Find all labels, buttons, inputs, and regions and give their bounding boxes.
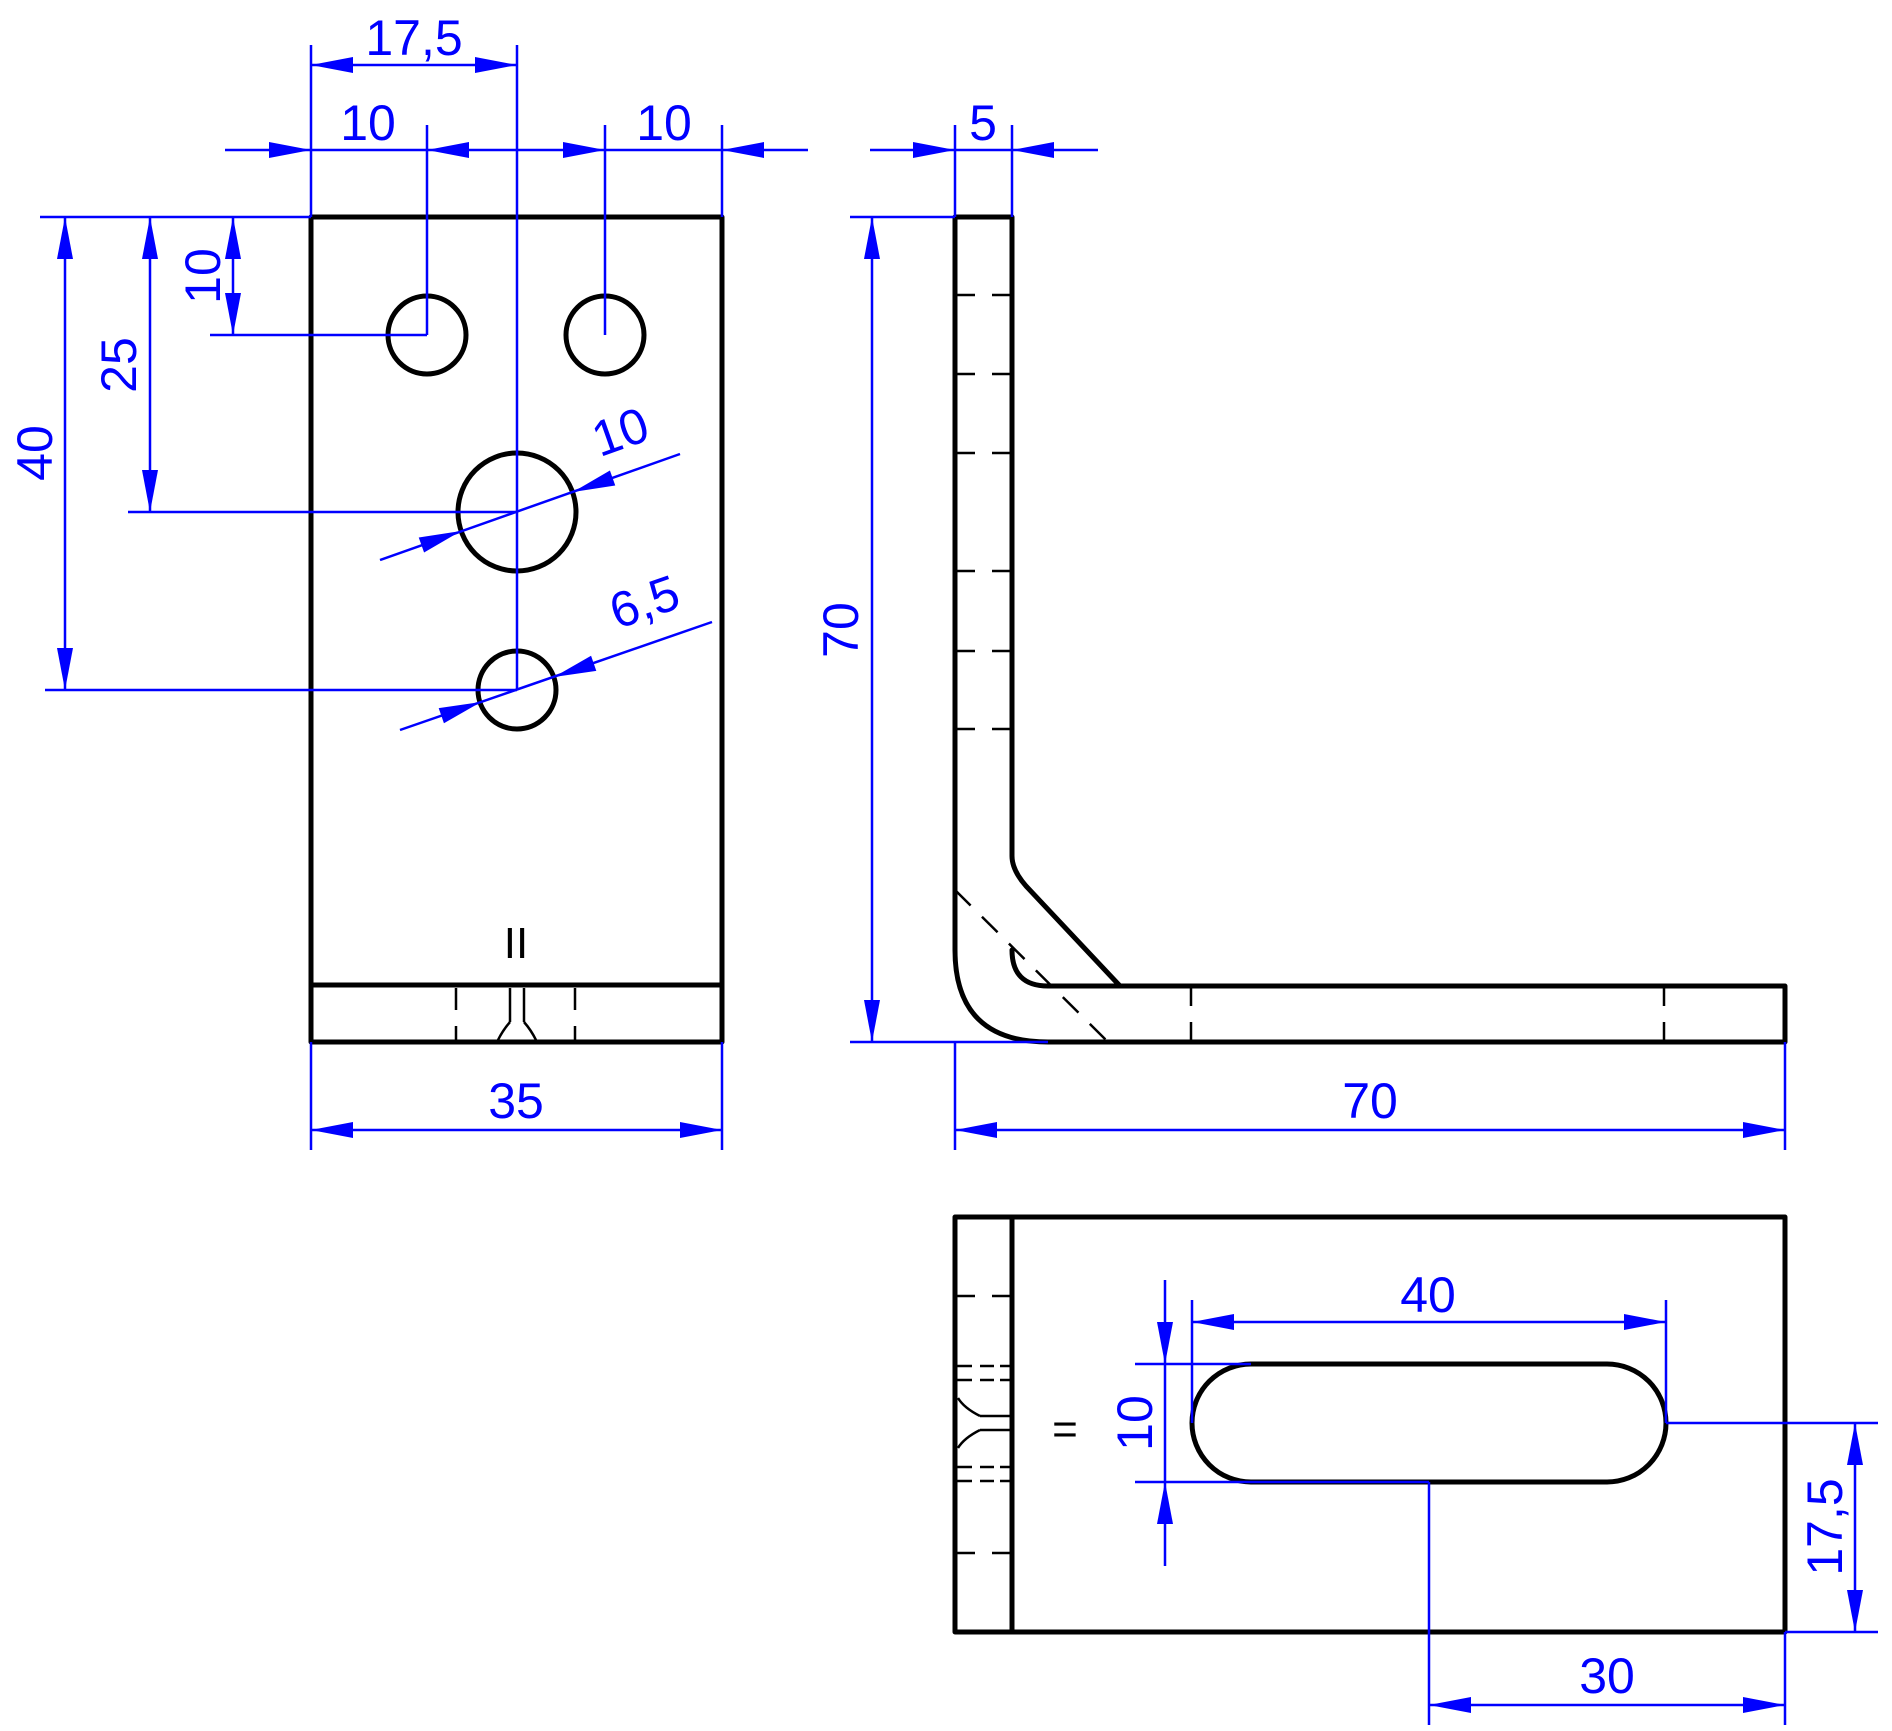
dim-diameter-6-5-front: 6,5 xyxy=(399,564,713,732)
top-view-dimensions: 40 10 17,5 30 xyxy=(1107,1267,1878,1725)
dim-35-front: 35 xyxy=(311,1073,722,1138)
dim-17-5-top: 17,5 xyxy=(1797,1423,1863,1632)
dim-70-horizontal-side: 70 xyxy=(955,1073,1785,1138)
svg-text:40: 40 xyxy=(1400,1267,1456,1323)
front-view-dimensions: 17,5 10 10 10 xyxy=(7,10,808,1150)
front-view: II 17,5 xyxy=(7,10,808,1150)
side-view-dimensions: 5 70 70 xyxy=(813,95,1787,1150)
top-bend-symbol: = xyxy=(1052,1405,1078,1454)
slot xyxy=(1189,1361,1669,1485)
side-view: 5 70 70 xyxy=(813,95,1788,1150)
dim-10-top: 10 xyxy=(1107,1280,1173,1566)
dim-diameter-10-front: 10 xyxy=(379,396,681,562)
svg-text:10: 10 xyxy=(585,396,656,467)
top-view: = 40 10 xyxy=(952,1214,1878,1725)
front-bend-symbol: II xyxy=(504,919,528,968)
front-view-hidden-lines xyxy=(454,988,577,1041)
dim-70-vertical-side: 70 xyxy=(813,217,880,1042)
side-view-outline xyxy=(952,214,1788,1045)
side-view-hidden-lines xyxy=(954,293,1666,1043)
svg-text:17,5: 17,5 xyxy=(365,10,462,66)
svg-text:17,5: 17,5 xyxy=(1797,1478,1853,1575)
dim-40-front: 40 xyxy=(7,217,73,690)
svg-text:70: 70 xyxy=(1342,1073,1398,1129)
dim-10-left-front: 10 xyxy=(225,95,808,158)
dim-25-front: 25 xyxy=(91,217,158,512)
svg-text:35: 35 xyxy=(488,1073,544,1129)
svg-text:40: 40 xyxy=(7,425,63,481)
svg-text:10: 10 xyxy=(340,95,396,151)
dim-17-5-front: 17,5 xyxy=(311,10,517,73)
svg-text:10: 10 xyxy=(1107,1395,1163,1451)
side-view-inner-bend xyxy=(1009,947,1149,989)
svg-text:6,5: 6,5 xyxy=(602,564,686,640)
svg-text:10: 10 xyxy=(175,248,231,304)
dim-30-top: 30 xyxy=(1429,1648,1785,1713)
dim-10-vertical-front: 10 xyxy=(175,217,241,335)
svg-text:25: 25 xyxy=(91,337,147,393)
top-view-outline xyxy=(952,1214,1788,1635)
dim-10-right-front: 10 xyxy=(636,95,692,151)
dim-5-side: 5 xyxy=(870,95,1098,158)
dim-40-top: 40 xyxy=(1192,1267,1666,1330)
svg-text:30: 30 xyxy=(1579,1648,1635,1704)
top-view-hidden-lines xyxy=(955,1294,1012,1555)
svg-text:5: 5 xyxy=(969,95,997,151)
svg-text:70: 70 xyxy=(813,602,869,658)
